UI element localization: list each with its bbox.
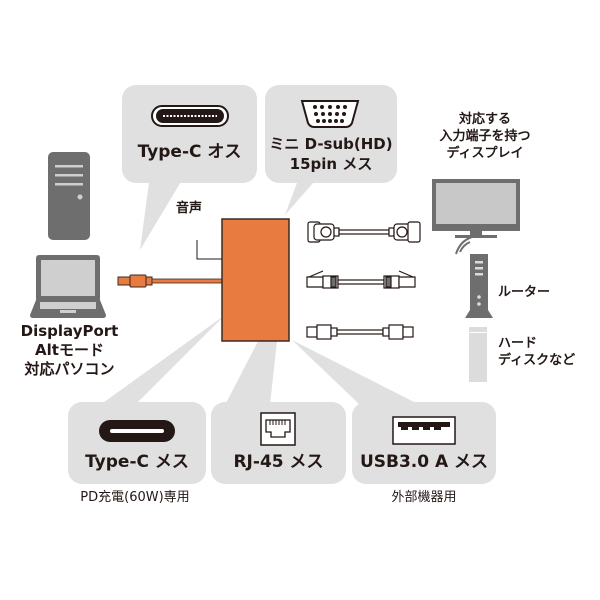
callout-typec-female xyxy=(68,402,206,484)
pc-label-line2: Altモード xyxy=(35,341,104,359)
router-icon xyxy=(455,236,493,318)
router-label: ルーター xyxy=(498,285,551,300)
tail-dsub xyxy=(285,175,320,215)
typec-female-caption: PD充電(60W)専用 xyxy=(80,490,190,505)
typec-male-label: Type-C オス xyxy=(137,142,242,162)
vga-cable xyxy=(307,221,421,243)
laptop-icon xyxy=(30,255,106,318)
callout-typec-male xyxy=(122,85,257,183)
hard-disk-icon xyxy=(469,327,487,382)
hdd-label-line1: ハード xyxy=(498,336,538,351)
usb-a-port-icon xyxy=(392,416,456,445)
audio-leader-line xyxy=(196,240,222,260)
desktop-tower-icon xyxy=(48,152,90,240)
rj45-label: RJ-45 メス xyxy=(233,452,324,472)
tail-typec-male xyxy=(140,175,185,250)
tail-typec-female xyxy=(100,315,225,405)
dsub-label-line1: ミニ D-sub(HD) xyxy=(269,135,393,153)
vga-port-icon xyxy=(300,100,360,128)
pc-label-line1: DisplayPort xyxy=(20,322,119,340)
dsub-label-line2: 15pin メス xyxy=(289,155,373,173)
display-label-line1: 対応する xyxy=(458,112,511,127)
adapter-body xyxy=(221,218,290,342)
display-label-line3: ディスプレイ xyxy=(446,146,524,161)
ethernet-port-icon xyxy=(260,412,296,446)
usb-a-caption: 外部機器用 xyxy=(391,490,457,505)
display-monitor-icon xyxy=(432,179,520,238)
lan-cable xyxy=(306,270,416,289)
pc-label-line3: 対応パソコン xyxy=(24,360,115,378)
hdd-label-line2: ディスクなど xyxy=(498,353,576,368)
usb-c-plug-icon xyxy=(151,105,229,127)
usb-c-port-icon xyxy=(99,420,175,442)
audio-label: 音声 xyxy=(176,201,203,216)
usb-cable xyxy=(306,324,414,340)
usb-c-cable xyxy=(117,274,223,288)
display-label-line2: 入力端子を持つ xyxy=(439,129,531,144)
typec-female-label: Type-C メス xyxy=(85,452,189,472)
callout-dsub xyxy=(265,85,397,183)
tail-usb-a xyxy=(292,340,420,405)
usb-a-label: USB3.0 A メス xyxy=(359,452,489,472)
